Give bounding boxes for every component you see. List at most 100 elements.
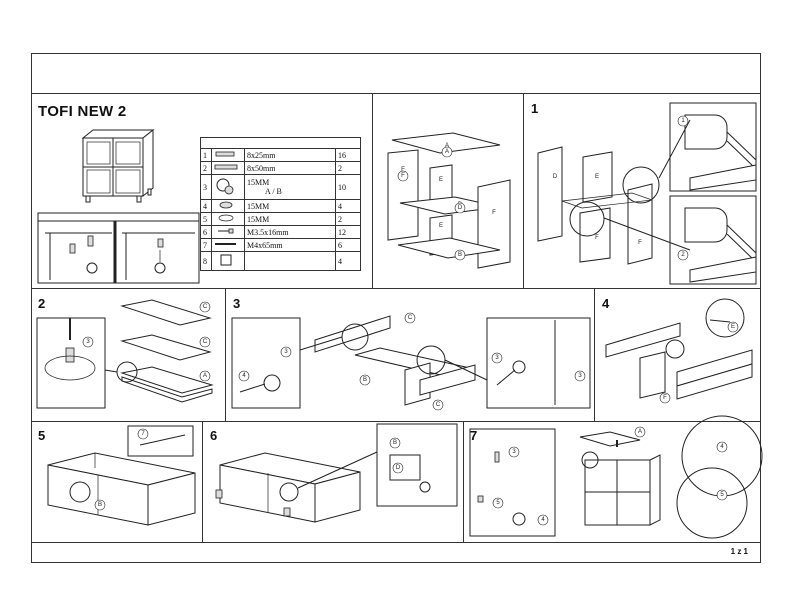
step-4-panel (594, 288, 761, 422)
step-1-number: 1 (531, 101, 539, 116)
part-qty: 12 (335, 225, 361, 239)
step-7-number: 7 (470, 428, 478, 443)
svg-text:1: 1 (681, 118, 685, 124)
step-6-drawing (215, 423, 458, 523)
svg-text:A: A (203, 373, 207, 379)
part-index: 4 (200, 199, 212, 213)
parts-row: 4 15MM 4 (200, 199, 361, 213)
svg-text:E: E (439, 223, 443, 229)
part-spec: 8x50mm (244, 161, 336, 175)
step-2-number: 2 (38, 296, 46, 311)
step-4-drawing (605, 298, 753, 400)
svg-text:C: C (203, 339, 208, 345)
part-spec: 8x25mm (244, 148, 336, 162)
step-3-number: 3 (233, 296, 241, 311)
part-qty: 16 (335, 148, 361, 162)
step-4-number: 4 (602, 296, 610, 311)
exploded-view-drawing: A F E D E F B (387, 132, 511, 269)
step-3-drawing (231, 315, 591, 409)
svg-text:3: 3 (578, 373, 582, 379)
svg-text:D: D (458, 205, 463, 211)
svg-text:D: D (396, 465, 401, 471)
svg-text:A: A (445, 143, 449, 149)
step-6-number: 6 (210, 428, 218, 443)
svg-text:F: F (401, 173, 405, 179)
svg-text:4: 4 (242, 373, 246, 379)
parts-row: 6 M3.5x16mm 12 (200, 225, 361, 239)
svg-text:D: D (553, 174, 558, 180)
page-number: 1 z 1 (730, 547, 748, 556)
svg-text:E: E (731, 324, 735, 330)
part-index: 7 (200, 238, 212, 252)
svg-text:F: F (492, 210, 496, 216)
step-2-drawing (36, 299, 214, 409)
parts-row: 7 M4x65mm 6 (200, 238, 361, 252)
part-spec (244, 251, 336, 271)
part-spec: M4x65mm (244, 238, 336, 252)
svg-text:5: 5 (720, 492, 724, 498)
part-spec: 15MM (244, 199, 336, 213)
svg-text:F: F (595, 235, 599, 241)
part-index: 3 (200, 174, 212, 200)
svg-text:C: C (203, 304, 208, 310)
connector-detail-inset (37, 212, 200, 284)
svg-text:5: 5 (496, 500, 500, 506)
part-icon (211, 161, 245, 175)
part-index: 2 (200, 161, 212, 175)
parts-row: 8 4 (200, 251, 361, 271)
svg-text:7: 7 (141, 431, 145, 437)
svg-text:C: C (408, 315, 413, 321)
part-icon (211, 148, 245, 162)
svg-text:A: A (445, 149, 449, 155)
part-icon (211, 251, 245, 271)
part-qty: 4 (335, 199, 361, 213)
footer-bar (31, 542, 761, 563)
parts-row: 5 15MM 2 (200, 212, 361, 226)
part-qty: 4 (335, 251, 361, 271)
step-5-drawing (47, 425, 196, 526)
cabinet-illustration (81, 128, 155, 203)
svg-text:4: 4 (720, 444, 724, 450)
part-qty: 2 (335, 212, 361, 226)
part-icon (211, 212, 245, 226)
svg-text:C: C (436, 402, 441, 408)
parts-table-header (200, 137, 361, 149)
part-index: 8 (200, 251, 212, 271)
part-index: 1 (200, 148, 212, 162)
svg-text:B: B (98, 502, 102, 508)
svg-text:2: 2 (681, 252, 685, 258)
svg-text:F: F (401, 167, 405, 173)
step-5-number: 5 (38, 428, 46, 443)
callout-circles: A F D B C C A C B C F E B B D A 1 2 3 3 … (82, 115, 739, 526)
part-icon (211, 174, 245, 200)
svg-text:3: 3 (284, 349, 288, 355)
part-index: 6 (200, 225, 212, 239)
parts-row: 1 8x25mm 16 (200, 148, 361, 162)
svg-text:B: B (458, 252, 462, 258)
svg-text:3: 3 (495, 355, 499, 361)
svg-text:3: 3 (86, 339, 90, 345)
svg-text:F: F (663, 395, 667, 401)
product-title: TOFI NEW 2 (38, 103, 127, 120)
svg-text:B: B (363, 377, 367, 383)
svg-text:B: B (393, 440, 397, 446)
part-variant: A / B (265, 187, 282, 196)
part-qty: 6 (335, 238, 361, 252)
step-7-drawing (469, 415, 763, 539)
part-spec: M3.5x16mm (244, 225, 336, 239)
part-icon (211, 238, 245, 252)
parts-row: 2 8x50mm 2 (200, 161, 361, 175)
part-icon (211, 225, 245, 239)
step-1-drawing: D E F F (537, 102, 757, 285)
svg-text:3: 3 (512, 449, 516, 455)
part-qty: 2 (335, 161, 361, 175)
svg-text:F: F (638, 240, 642, 246)
part-index: 5 (200, 212, 212, 226)
part-spec: 15MM (244, 212, 336, 226)
svg-text:E: E (439, 177, 443, 183)
part-icon (211, 199, 245, 213)
svg-text:A: A (638, 429, 642, 435)
